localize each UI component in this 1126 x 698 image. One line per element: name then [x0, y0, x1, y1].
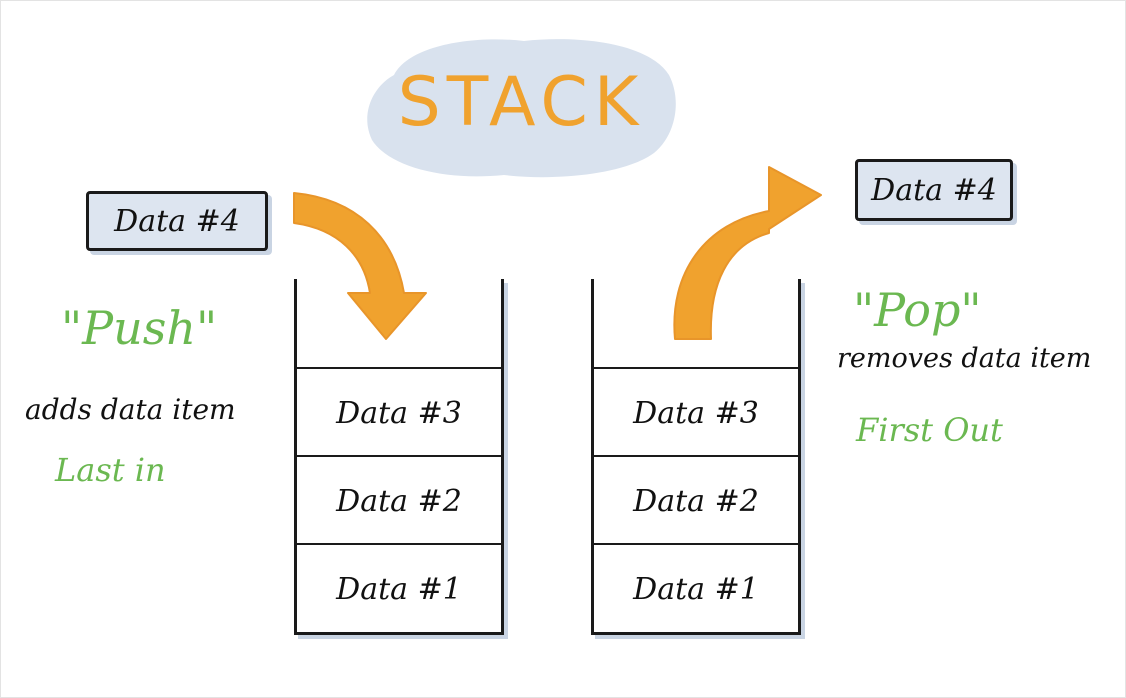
pop-arrow [673, 166, 822, 340]
push-label: "Push" [61, 301, 218, 355]
stack-slot: Data #3 [594, 367, 798, 457]
stack-slot: Data #2 [297, 455, 501, 545]
pop-label: "Pop" [853, 283, 982, 337]
push-description: adds data item [25, 393, 236, 426]
pop-outgoing-item: Data #4 [855, 159, 1013, 221]
title-cloud [367, 39, 676, 178]
push-incoming-item: Data #4 [86, 191, 268, 251]
pop-description: removes data item [837, 343, 1092, 374]
push-principle: Last in [55, 451, 166, 489]
stack-slot: Data #2 [594, 455, 798, 545]
stack-slot: Data #3 [297, 367, 501, 457]
pop-principle: First Out [856, 411, 1003, 449]
stack-slot: Data #1 [594, 543, 798, 633]
stack-slot: Data #1 [297, 543, 501, 633]
push-arrow [293, 192, 427, 340]
diagram-title: STACK [397, 63, 645, 142]
push-stack: Data #3 Data #2 Data #1 [294, 279, 504, 635]
pop-stack: Data #3 Data #2 Data #1 [591, 279, 801, 635]
